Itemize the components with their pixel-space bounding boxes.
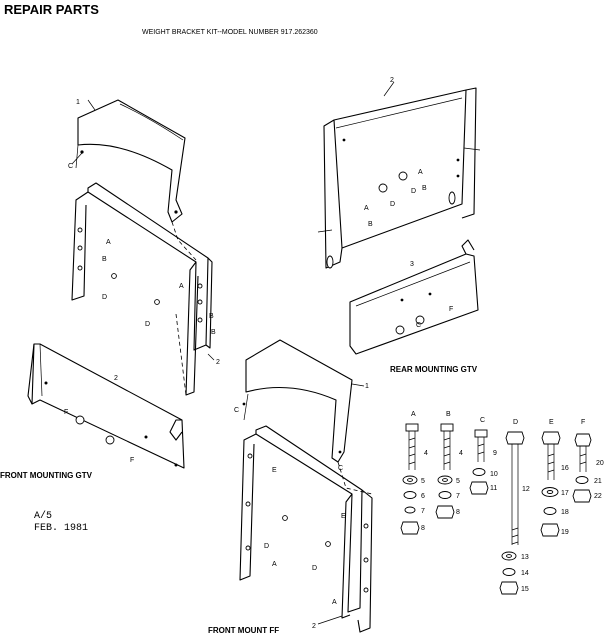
hardware-bolt-a-no: 4 [424, 450, 428, 457]
part-1-cover-plate-front-gtv: 1 C [68, 99, 186, 223]
caption-front-mount-ff: FRONT MOUNT FF [208, 626, 279, 635]
part-2-bracket-front-gtv: A B D D A B B 2 [71, 182, 220, 396]
callout-d: D [102, 294, 107, 301]
part-7: 7 [421, 508, 425, 515]
hardware-bolt-e-no: 16 [561, 465, 569, 472]
callout-b: B [209, 313, 214, 320]
part-15: 15 [521, 586, 529, 593]
callout-c: C [234, 407, 239, 414]
part-8: 8 [456, 509, 460, 516]
callout-d: D [312, 565, 317, 572]
hardware-column-b: B 4 5 7 8 [435, 411, 463, 519]
callout-b: B [422, 185, 427, 192]
hardware-bolt-b-no: 4 [459, 450, 463, 457]
hardware-letter-d: D [513, 419, 518, 426]
part-14: 14 [521, 570, 529, 577]
page-title: REPAIR PARTS [4, 2, 99, 17]
footer-date: FEB. 1981 [34, 523, 88, 534]
part-18: 18 [561, 509, 569, 516]
part-10: 10 [490, 471, 498, 478]
callout-a: A [179, 283, 184, 290]
part-1-cover-plate-front-ff: 1 C C [234, 339, 369, 472]
hardware-bolt-d-no: 12 [522, 486, 530, 493]
part-17: 17 [561, 490, 569, 497]
hardware-letter-a: A [411, 411, 416, 418]
hardware-column-d: D 12 13 14 15 [499, 419, 530, 595]
callout-d: D [145, 321, 150, 328]
part-22: 22 [594, 493, 602, 500]
hardware-bolt-c-no: 9 [493, 450, 497, 457]
callout-b: B [368, 221, 373, 228]
part-2-bracket-front-ff: E E D D A A 2 [239, 425, 373, 633]
part-13: 13 [521, 554, 529, 561]
callout-c: C [68, 163, 73, 170]
part-5: 5 [421, 478, 425, 485]
callout-d: D [390, 201, 395, 208]
footer-code: A/5 [34, 510, 52, 522]
callout-d: D [411, 188, 416, 195]
part-5: 5 [456, 478, 460, 485]
hardware-column-e: E 16 17 18 19 [540, 419, 569, 537]
caption-rear-mounting-gtv: REAR MOUNTING GTV [390, 365, 478, 374]
caption-front-mounting-gtv: FRONT MOUNTING GTV [0, 471, 93, 480]
hardware-letter-e: E [549, 419, 554, 426]
callout-a: A [364, 205, 369, 212]
callout-a: A [418, 169, 423, 176]
callout-1: 1 [76, 99, 80, 106]
hardware-column-f: F 20 21 22 [572, 419, 604, 503]
part-11: 11 [490, 485, 497, 492]
callout-3: 3 [410, 261, 414, 268]
part-8: 8 [421, 525, 425, 532]
hardware-letter-f: F [581, 419, 585, 426]
part-21: 21 [594, 478, 602, 485]
hardware-column-a: A 4 5 6 7 8 [400, 411, 428, 535]
callout-2: 2 [390, 77, 394, 84]
part-3-rear-weight-plate: 3 C F [349, 239, 479, 355]
callout-a: A [332, 599, 337, 606]
hardware-column-c: C 9 10 11 [469, 417, 498, 495]
callout-a: A [272, 561, 277, 568]
part-6: 6 [421, 493, 425, 500]
lower-weight-plate-front-gtv: 2 F F [27, 343, 185, 469]
callout-e: E [272, 467, 277, 474]
callout-f: F [64, 409, 68, 416]
callout-d: D [264, 543, 269, 550]
callout-f: F [130, 457, 134, 464]
callout-b: B [211, 329, 216, 336]
callout-2: 2 [312, 623, 316, 630]
callout-2: 2 [216, 359, 220, 366]
callout-c: C [416, 322, 421, 329]
callout-b: B [102, 256, 107, 263]
page-subtitle: WEIGHT BRACKET KIT--MODEL NUMBER 917.262… [142, 29, 318, 36]
part-7: 7 [456, 493, 460, 500]
part-2-bracket-rear-gtv: 2 A B A B D D [317, 77, 481, 269]
hardware-letter-b: B [446, 411, 451, 418]
callout-2: 2 [114, 375, 118, 382]
callout-c: C [338, 465, 343, 472]
hardware-letter-c: C [480, 417, 485, 424]
callout-e: E [341, 513, 346, 520]
callout-a: A [106, 239, 111, 246]
part-19: 19 [561, 529, 569, 536]
callout-1: 1 [365, 383, 369, 390]
hardware-bolt-f-no: 20 [596, 460, 604, 467]
callout-f: F [449, 306, 453, 313]
